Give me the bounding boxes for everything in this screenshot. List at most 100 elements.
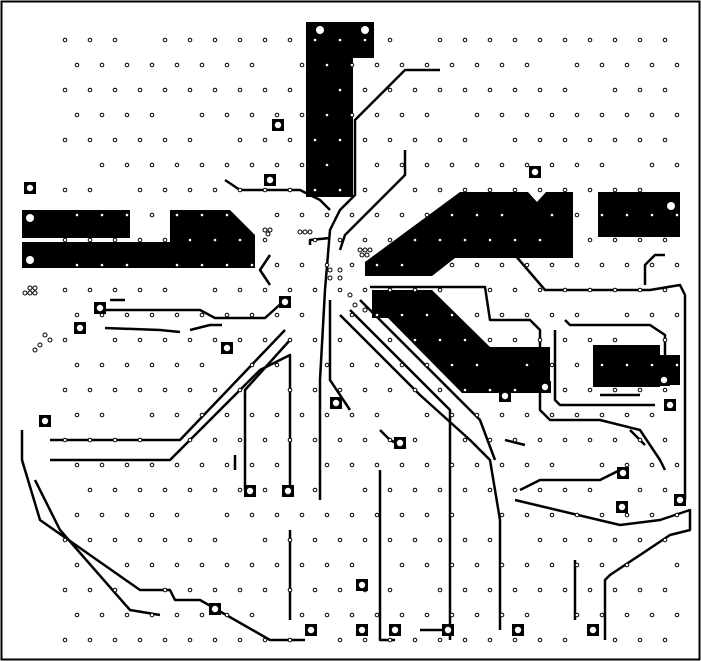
via (137, 237, 143, 243)
via (212, 537, 218, 543)
via (462, 137, 468, 143)
via (212, 637, 218, 643)
component-pad (94, 302, 106, 314)
via (212, 387, 218, 393)
via (637, 387, 643, 393)
via (162, 337, 168, 343)
via (74, 512, 80, 518)
via (399, 512, 405, 518)
via (524, 112, 530, 118)
via (324, 362, 330, 368)
via (327, 275, 333, 281)
via (549, 312, 555, 318)
via (424, 162, 430, 168)
copper-trace (338, 150, 407, 251)
component-pad (529, 166, 541, 178)
via (437, 87, 443, 93)
via (149, 362, 155, 368)
copper-pour-center (365, 192, 573, 276)
via (274, 412, 280, 418)
via (612, 337, 618, 343)
via (212, 237, 218, 243)
via (487, 287, 493, 293)
via (637, 287, 643, 293)
via (587, 487, 593, 493)
via (624, 612, 630, 618)
via (537, 487, 543, 493)
copper-trace (243, 339, 291, 490)
via (174, 312, 180, 318)
via (537, 37, 543, 43)
via (265, 231, 271, 237)
via (437, 37, 443, 43)
via (374, 512, 380, 518)
via (412, 387, 418, 393)
component-pad (658, 374, 670, 386)
via (74, 462, 80, 468)
via (162, 187, 168, 193)
via (662, 437, 668, 443)
via (512, 487, 518, 493)
via (199, 412, 205, 418)
via (349, 62, 355, 68)
via (99, 112, 105, 118)
via (112, 37, 118, 43)
via (42, 332, 48, 338)
via (87, 137, 93, 143)
via (462, 637, 468, 643)
via (99, 462, 105, 468)
via (187, 487, 193, 493)
copper-trace (224, 178, 331, 211)
via (249, 512, 255, 518)
via (612, 287, 618, 293)
via (549, 512, 555, 518)
via (237, 437, 243, 443)
via (512, 437, 518, 443)
via (274, 112, 280, 118)
via (62, 387, 68, 393)
via (299, 312, 305, 318)
via (199, 62, 205, 68)
via (512, 187, 518, 193)
via (574, 312, 580, 318)
via (674, 162, 680, 168)
via (599, 212, 605, 218)
via (574, 612, 580, 618)
via (299, 212, 305, 218)
via (299, 612, 305, 618)
via (624, 62, 630, 68)
via (437, 287, 443, 293)
via (487, 637, 493, 643)
via (662, 87, 668, 93)
via (512, 637, 518, 643)
via (387, 237, 393, 243)
via (399, 262, 405, 268)
copper-pour-right-upper (598, 192, 680, 237)
via (324, 462, 330, 468)
via (199, 112, 205, 118)
via (662, 287, 668, 293)
via (22, 290, 28, 296)
via (237, 387, 243, 393)
via (237, 487, 243, 493)
via (312, 287, 318, 293)
via (87, 437, 93, 443)
via (649, 362, 655, 368)
via (537, 137, 543, 143)
via (349, 412, 355, 418)
via (574, 262, 580, 268)
via (612, 187, 618, 193)
via (337, 537, 343, 543)
via (299, 162, 305, 168)
via (562, 137, 568, 143)
via (362, 187, 368, 193)
component-pad (24, 182, 36, 194)
via (112, 137, 118, 143)
copper-trace (370, 285, 667, 471)
copper-trace (643, 253, 665, 285)
via (637, 437, 643, 443)
via (249, 612, 255, 618)
via (262, 487, 268, 493)
copper-trace (33, 479, 161, 617)
via (562, 637, 568, 643)
